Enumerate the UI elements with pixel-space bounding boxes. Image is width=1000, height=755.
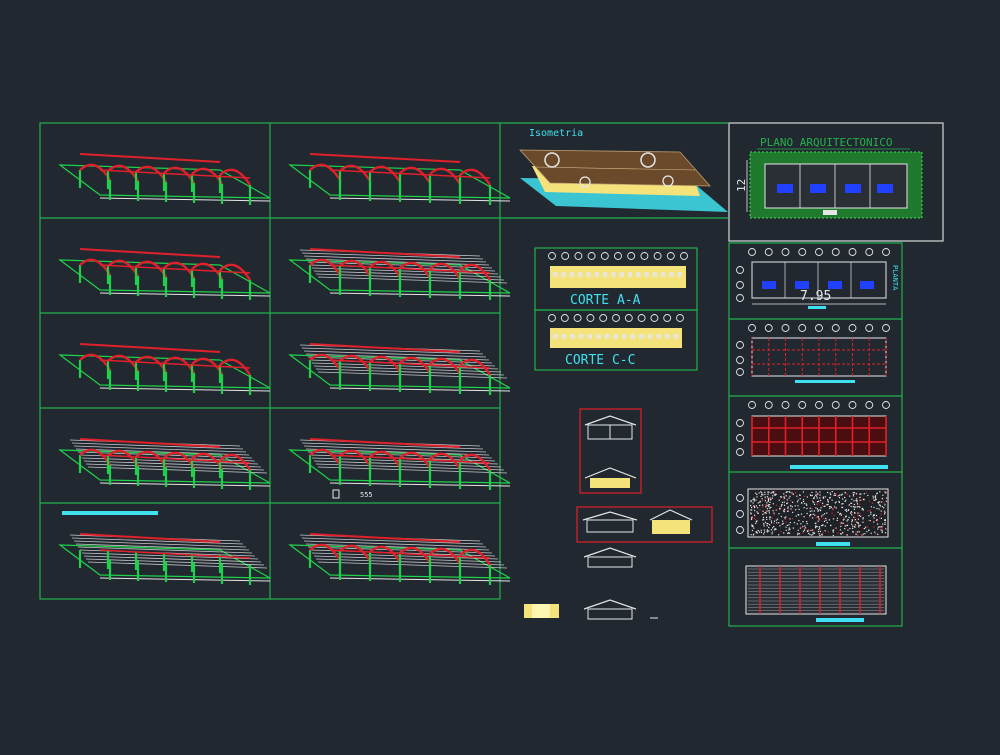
truss-frame: [288, 533, 511, 585]
section-cc: CORTE C-C: [548, 314, 684, 368]
cell-tag-bar: [62, 511, 158, 515]
section-cc-title: CORTE C-C: [565, 353, 635, 368]
truss-frame-drawings: [58, 153, 511, 585]
floor-plan-sheet: PLANO ARQUITECTONICO 12: [728, 122, 944, 242]
side-label-planta: PLANTA: [891, 265, 899, 291]
detail-section-horizontal-pair: [576, 506, 713, 543]
truss-frame: [288, 153, 511, 205]
sheet-beam-grid: [736, 401, 890, 469]
sheet-plan-dimensioned: 7.95 PLANTA: [736, 248, 899, 309]
floor-plan-title: PLANO ARQUITECTONICO: [760, 136, 892, 149]
legend-row: 555: [332, 489, 373, 499]
isometric-title: Isometria: [529, 128, 583, 139]
sheet-roof-covering: [736, 488, 889, 546]
truss-frame: [58, 438, 271, 490]
right-column-frame: [728, 242, 903, 627]
left-grid-frame: [39, 122, 728, 600]
truss-frame: [288, 343, 511, 395]
detail-section-single: [583, 547, 658, 620]
truss-frame: [58, 343, 271, 395]
dimension-12: 12: [735, 179, 748, 192]
section-aa-title: CORTE A-A: [570, 293, 641, 308]
isometric-view: Isometria: [519, 128, 728, 212]
dimension-795: 7.95: [800, 289, 831, 304]
section-aa: CORTE A-A: [548, 252, 688, 308]
legend-code: 555: [360, 491, 373, 499]
sections-frame: [534, 247, 698, 371]
sheet-roof-plan: [745, 565, 887, 622]
material-swatch: [524, 604, 559, 618]
truss-frame: [58, 153, 271, 205]
detail-section-vertical-pair: [579, 408, 642, 494]
truss-frame: [58, 533, 271, 585]
truss-frame: [288, 438, 511, 490]
sheet-column-grid: [736, 324, 890, 383]
truss-frame: [58, 248, 271, 300]
truss-frame: [288, 248, 511, 300]
